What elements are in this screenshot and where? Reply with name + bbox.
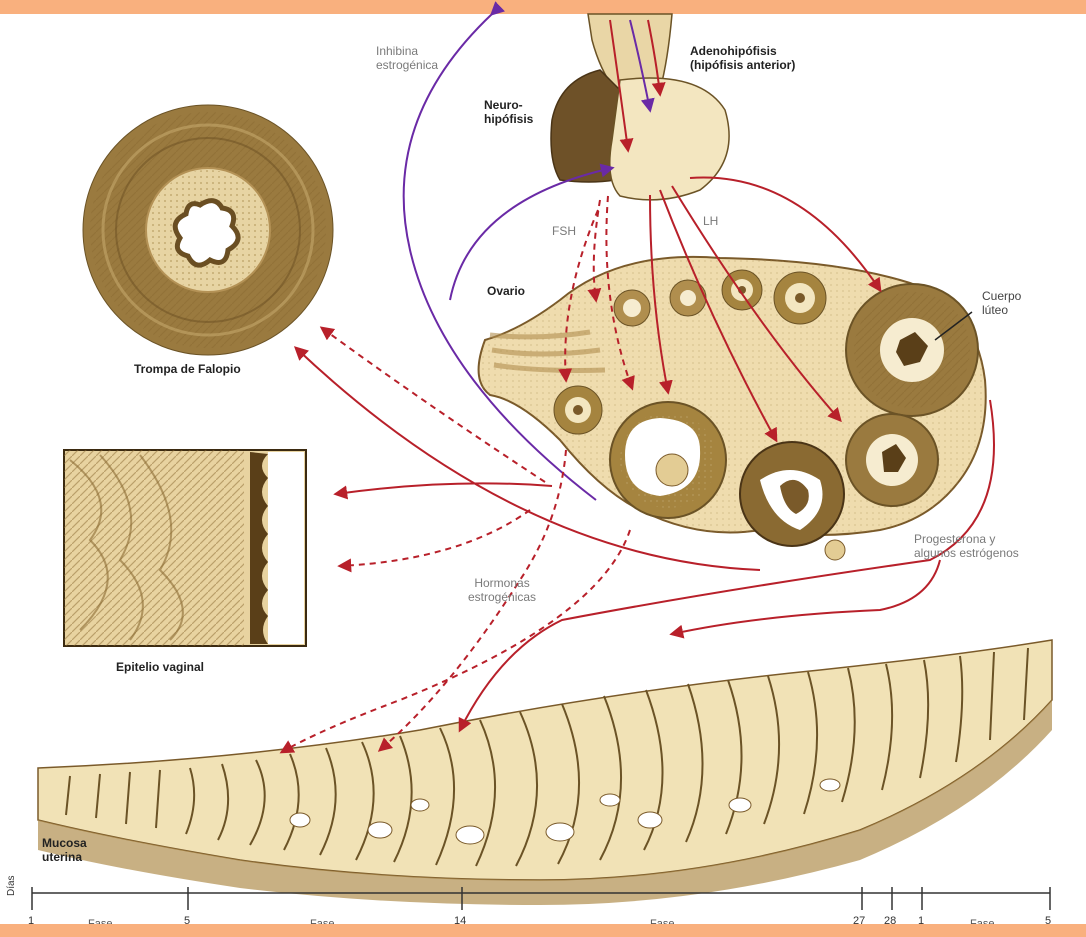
ovulating-follicle bbox=[740, 442, 845, 560]
growing-follicle bbox=[554, 386, 602, 434]
lh-label: LH bbox=[703, 214, 718, 228]
neurohypophysis-label: Neuro- hipófisis bbox=[484, 98, 533, 126]
uterine-mucosa-label: Mucosa uterina bbox=[42, 836, 87, 864]
corpus-luteum-label: Cuerpo lúteo bbox=[982, 289, 1021, 317]
graafian-follicle bbox=[610, 402, 726, 518]
pituitary-gland bbox=[551, 14, 729, 200]
fallopian-tube-label: Trompa de Falopio bbox=[134, 362, 241, 376]
bottom-frame-band bbox=[0, 924, 1086, 937]
secondary-follicle bbox=[774, 272, 826, 324]
ovary bbox=[479, 257, 986, 560]
days-axis-label: Días bbox=[6, 875, 17, 896]
ovary-label: Ovario bbox=[487, 284, 525, 298]
vaginal-epithelium-panel bbox=[64, 450, 306, 646]
adenohypophysis-label: Adenohipófisis (hipófisis anterior) bbox=[690, 44, 795, 72]
primary-follicle bbox=[670, 280, 706, 316]
progesterone-label: Progesterona y algunos estrógenos bbox=[914, 532, 1019, 560]
vaginal-epithelium-label: Epitelio vaginal bbox=[116, 660, 204, 674]
primary-follicle bbox=[614, 290, 650, 326]
fallopian-tube-section bbox=[83, 105, 333, 355]
inhibin-label: Inhibina estrogénica bbox=[376, 44, 438, 72]
adenohypophysis-lobe bbox=[610, 78, 729, 200]
uterine-mucosa bbox=[38, 640, 1052, 905]
corpus-luteum bbox=[846, 284, 978, 416]
forming-corpus-luteum bbox=[846, 414, 938, 506]
fsh-label: FSH bbox=[552, 224, 576, 238]
secondary-follicle bbox=[722, 270, 762, 310]
estrogenic-hormones-label: Hormonas estrogénicas bbox=[468, 576, 536, 604]
